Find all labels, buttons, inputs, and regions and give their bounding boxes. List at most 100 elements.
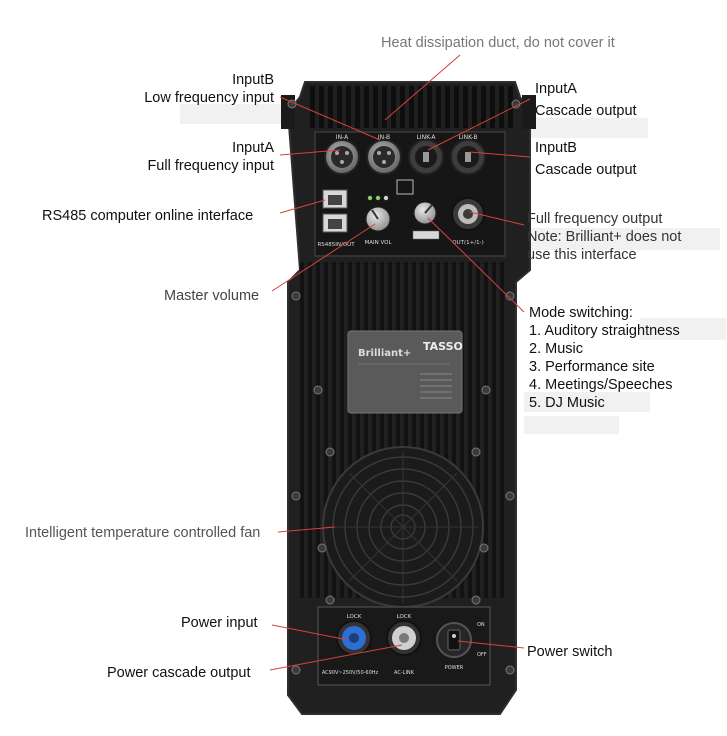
cooling-fin <box>463 86 468 128</box>
screw <box>291 291 301 301</box>
callout-line: Note: Brilliant+ does not <box>527 229 682 245</box>
cooling-fin <box>460 262 464 598</box>
mode-item: 1. Auditory straightness <box>529 323 680 339</box>
cooling-fin <box>396 262 400 598</box>
leader-line <box>469 151 531 158</box>
power-switch-rocker <box>436 622 472 658</box>
screw <box>317 543 327 553</box>
power-rating-label: AC90V~250V/50-60Hz <box>322 670 379 676</box>
heat-duct-callout: Heat dissipation duct, do not cover it <box>381 35 615 51</box>
full-output-callout: Full frequency output Note: Brilliant+ d… <box>527 210 681 264</box>
cooling-fin <box>348 262 352 598</box>
fan-grille-spoke <box>348 472 404 528</box>
body-cooling-fins <box>300 262 504 598</box>
screw <box>471 595 481 605</box>
fan-grille-spoke <box>402 526 458 582</box>
fan-grille-spoke <box>348 526 404 582</box>
cooling-fin <box>346 86 351 128</box>
cooling-fin <box>356 262 360 598</box>
cooling-fin <box>391 86 396 128</box>
ac-link-label: AC-LINK <box>394 670 415 676</box>
screw <box>325 595 335 605</box>
mode-item: 3. Performance site <box>529 359 655 375</box>
xlr-label: LINK-A <box>416 134 436 141</box>
cooling-fin <box>445 86 450 128</box>
callout-line: InputA <box>232 140 274 156</box>
power-panel: LOCK LOCK ON OFF AC90V~250V/50-60Hz AC-L… <box>317 606 491 686</box>
cooling-fin <box>319 86 324 128</box>
rs485-ports <box>322 189 348 233</box>
screw <box>505 665 515 675</box>
cooling-fin <box>409 86 414 128</box>
switch-off-label: OFF <box>477 652 487 658</box>
cooling-fin <box>364 86 369 128</box>
screw <box>479 543 489 553</box>
screw <box>291 491 301 501</box>
screw <box>291 665 301 675</box>
certification-mark <box>396 179 414 195</box>
cooling-fin <box>428 262 432 598</box>
leader-line <box>279 96 381 141</box>
cooling-fin <box>328 86 333 128</box>
leader-line <box>427 98 531 151</box>
cooling-fin <box>332 262 336 598</box>
cooling-fin <box>420 262 424 598</box>
cooling-fin <box>364 262 368 598</box>
callout-line: Full frequency output <box>527 211 663 227</box>
screw <box>481 385 491 395</box>
leader-line <box>457 640 525 649</box>
cooling-fin <box>436 86 441 128</box>
leader-line <box>384 54 461 121</box>
callout-line: Cascade output <box>535 162 637 178</box>
xlr-link-b <box>450 139 486 175</box>
cooling-fin <box>472 86 477 128</box>
cooling-fin <box>490 86 495 128</box>
screw <box>325 447 335 457</box>
cooling-fin <box>452 262 456 598</box>
xlr-link-a <box>408 139 444 175</box>
screw <box>471 447 481 457</box>
screw <box>505 491 515 501</box>
leader-line <box>271 223 376 292</box>
leader-line <box>279 149 341 156</box>
rs485-port-label: RS485IN/OUT <box>317 242 355 248</box>
leader-line <box>279 199 326 214</box>
leader-line <box>269 644 403 671</box>
power-switch-callout: Power switch <box>527 644 613 660</box>
callout-line: Cascade output <box>535 103 637 119</box>
mode-switching-callout: Mode switching: 1. Auditory straightness… <box>529 304 680 412</box>
brand-logo: TASSO <box>423 340 463 353</box>
screw <box>505 291 515 301</box>
xlr-input-b <box>366 139 402 175</box>
brand-name: Brilliant+ <box>358 348 411 359</box>
cooling-fin <box>481 86 486 128</box>
rs485-callout: RS485 computer online interface <box>42 208 254 224</box>
cooling-fin <box>380 262 384 598</box>
input-b-cascade-callout: InputB Cascade output <box>535 139 637 179</box>
connector-panel: IN-A IN-B LINK-A LINK-B RS485IN/OUT <box>314 131 506 257</box>
cooling-fin <box>476 262 480 598</box>
cooling-fin <box>508 86 513 128</box>
cooling-fin <box>373 86 378 128</box>
fan-callout: Intelligent temperature controlled fan <box>25 525 261 541</box>
cooling-fin <box>300 262 304 598</box>
cooling-fin <box>340 262 344 598</box>
screw <box>313 385 323 395</box>
switch-on-label: ON <box>477 622 485 628</box>
cooling-fin <box>418 86 423 128</box>
background-ghost <box>524 416 619 434</box>
cooling-fin <box>500 262 504 598</box>
background-ghost <box>180 104 288 124</box>
status-led <box>383 195 389 201</box>
cooling-fin <box>404 262 408 598</box>
master-volume-knob <box>365 206 391 232</box>
leader-line <box>469 211 525 226</box>
output-label: OUT(1+/1-) <box>452 240 483 246</box>
background-ghost <box>520 228 720 250</box>
lock-label: LOCK <box>347 614 362 620</box>
cooling-fin <box>468 262 472 598</box>
mode-switch-knob <box>412 201 440 240</box>
callout-line: InputB <box>232 72 274 88</box>
mode-title: Mode switching: <box>529 305 633 321</box>
lock-label: LOCK <box>397 614 412 620</box>
